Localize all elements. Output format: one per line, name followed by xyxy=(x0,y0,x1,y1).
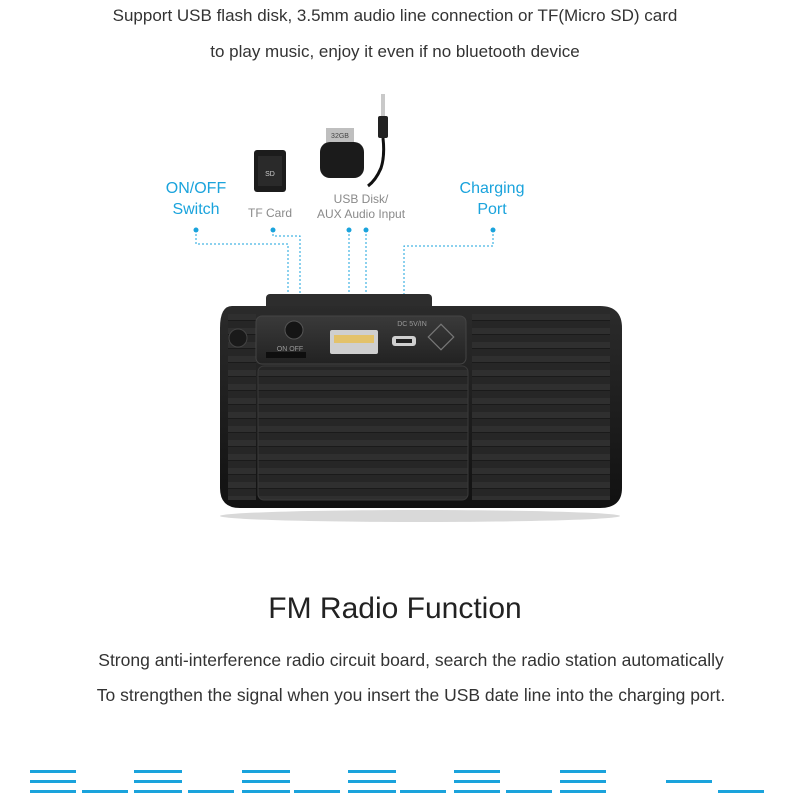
intro-line-1: Support USB flash disk, 3.5mm audio line… xyxy=(112,6,678,25)
tf-card-callout: TF Card xyxy=(247,206,292,220)
tf-card-illustration: SD xyxy=(254,150,286,192)
fm-description-line-1: Strong anti-interference radio circuit b… xyxy=(98,650,724,670)
speaker-body: ON OFF DC 5V/IN xyxy=(220,294,622,508)
charging-callout-line-1: Charging xyxy=(459,180,525,197)
fm-description-line-2: To strengthen the signal when you insert… xyxy=(96,685,726,705)
usb-aux-callout-line-2: AUX Audio Input xyxy=(316,207,406,221)
usb-aux-callout: USB Disk/ AUX Audio Input xyxy=(302,192,420,222)
switch-callout-line-1: ON/OFF xyxy=(165,180,227,197)
usb-drive-illustration: 32GB xyxy=(320,128,364,178)
callout-dots xyxy=(193,227,496,233)
intro-line-2: to play music, enjoy it even if no bluet… xyxy=(210,42,580,61)
callout-lines xyxy=(195,230,494,346)
switch-callout-line-2: Switch xyxy=(172,201,220,218)
charging-callout-line-2: Port xyxy=(477,201,507,218)
usb-aux-callout-line-1: USB Disk/ xyxy=(333,192,389,206)
switch-callout: ON/OFF Switch xyxy=(150,178,242,220)
speaker-shadow xyxy=(220,510,620,522)
equalizer-bars-decoration xyxy=(30,770,764,793)
aux-cable-illustration xyxy=(367,94,388,188)
switch-mark: ON OFF xyxy=(277,346,303,353)
sd-card-label: SD xyxy=(265,171,275,178)
usb-capacity-label: 32GB xyxy=(331,133,349,140)
charging-callout: Charging Port xyxy=(446,178,538,220)
speaker-diagram: SD 32GB xyxy=(193,94,622,522)
fm-section-title: FM Radio Function xyxy=(268,592,522,625)
port-mark: DC 5V/IN xyxy=(397,321,427,328)
